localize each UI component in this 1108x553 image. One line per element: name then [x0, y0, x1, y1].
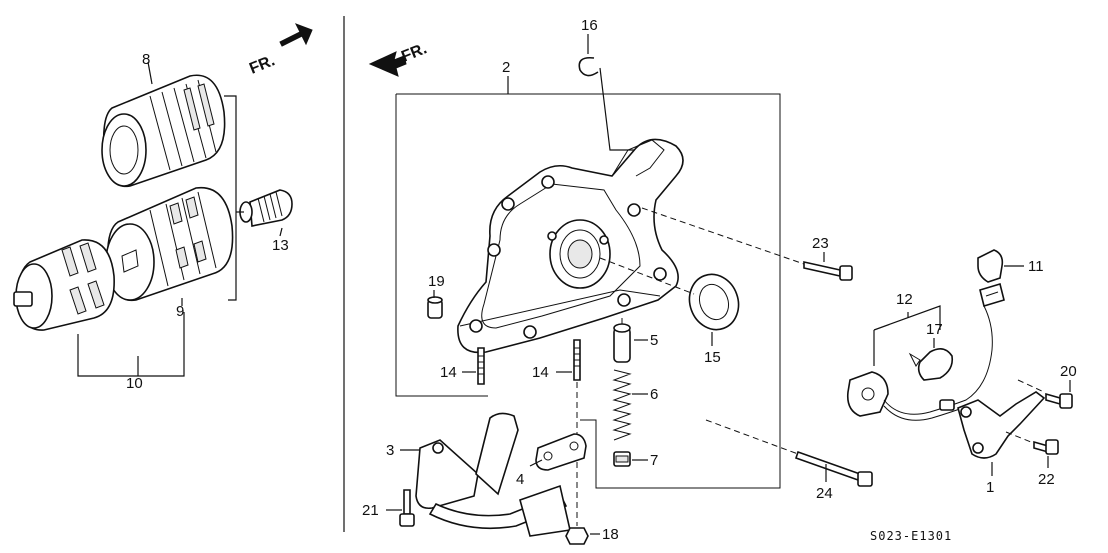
sealing-bolt-part-7: 7	[613, 451, 658, 469]
callout-15: 15	[704, 349, 721, 366]
callout-14-right: 14	[532, 364, 549, 381]
callout-6: 6	[650, 386, 658, 403]
relief-spring-part-6: 6	[612, 369, 658, 441]
callout-24: 24	[816, 485, 833, 502]
callout-12: 12	[896, 291, 913, 308]
callout-13: 13	[272, 237, 289, 254]
nut-part-18: 18	[565, 526, 619, 545]
left-panel-oil-filter: FR.	[13, 23, 313, 392]
front-direction-arrow-right: FR.	[368, 40, 429, 77]
dash-line-22	[1005, 431, 1037, 445]
bolt-part-21: 21	[362, 489, 415, 527]
oil-seal-part-15: 15	[599, 257, 740, 366]
leader-13	[279, 227, 283, 237]
strainer-gasket-part-4: 4	[516, 433, 587, 488]
stud-bolt-part-14-left: 14	[440, 347, 485, 385]
diagram-code: S023-E1301	[870, 529, 952, 543]
right-panel-oil-pump: FR. 2 16	[362, 17, 1077, 545]
oil-filter-part-8	[101, 74, 226, 188]
assembly-bracket-left	[395, 94, 488, 397]
callout-11: 11	[1028, 258, 1044, 275]
filter-threaded-joint-part-13	[239, 189, 293, 227]
oil-strainer-part-3: 3	[386, 412, 571, 537]
leader-bracket-10	[77, 312, 185, 377]
bolt-part-24: 24	[705, 419, 873, 502]
callout-5: 5	[650, 332, 658, 349]
connector-clip-part-11: 11	[977, 249, 1044, 283]
callout-8: 8	[142, 51, 150, 68]
callout-7: 7	[650, 452, 658, 469]
callout-20: 20	[1060, 363, 1077, 380]
relief-valve-part-5: 5	[613, 318, 658, 363]
oil-filter-part-9	[105, 186, 234, 302]
harness-bracket-part-1: 1	[957, 391, 1046, 496]
callout-18: 18	[602, 526, 619, 543]
dowel-pin-part-19: 19	[427, 273, 445, 319]
callout-21: 21	[362, 502, 379, 519]
callout-1: 1	[986, 479, 994, 496]
dash-line-20	[1017, 379, 1045, 393]
sensor-assembly-part-12: 12	[846, 282, 1005, 421]
callout-10: 10	[126, 375, 143, 392]
callout-14-left: 14	[440, 364, 457, 381]
front-direction-arrow-left: FR.	[247, 23, 313, 78]
callout-19: 19	[428, 273, 445, 290]
callout-9: 9	[176, 303, 184, 320]
callout-2: 2	[502, 59, 510, 76]
filter-wrench-part-10	[13, 239, 115, 331]
callout-3: 3	[386, 442, 394, 459]
callout-16: 16	[581, 17, 598, 34]
front-label-right: FR.	[399, 40, 429, 65]
callout-17: 17	[926, 321, 943, 338]
bolt-part-23: 23	[641, 207, 853, 281]
callout-4: 4	[516, 471, 524, 488]
oil-pump-housing	[457, 138, 684, 354]
leader-bracket-8-9	[224, 95, 237, 301]
callout-22: 22	[1038, 471, 1055, 488]
callout-23: 23	[812, 235, 829, 252]
front-label-left: FR.	[247, 52, 277, 77]
snap-ring-part-16: 16	[578, 17, 640, 151]
bolt-part-22: 22	[1033, 439, 1059, 488]
leader-8	[147, 61, 153, 85]
harness-clamp-part-17: 17	[908, 321, 954, 381]
bolt-part-20: 20	[1045, 363, 1077, 409]
assembly-bracket-part-2	[396, 93, 781, 489]
